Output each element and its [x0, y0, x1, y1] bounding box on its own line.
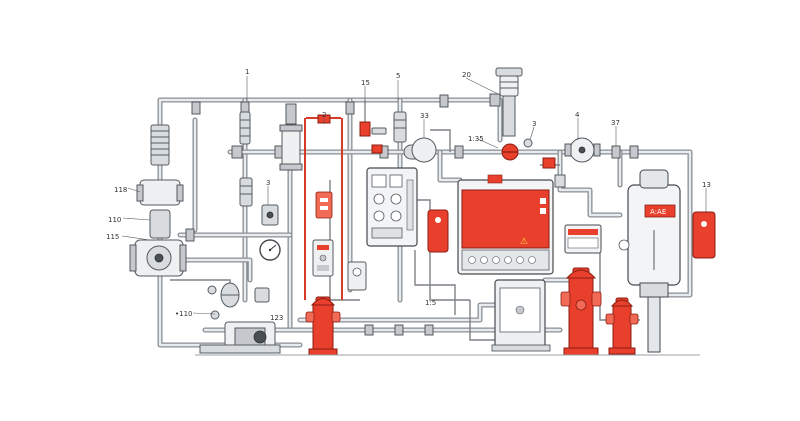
- callout-37: 37: [611, 119, 620, 127]
- callout-20: 20: [462, 71, 471, 79]
- callout-4: 4: [575, 111, 580, 119]
- tamper-switch-panel: [564, 224, 602, 254]
- callout-5: 5: [396, 72, 400, 80]
- callout-mid-a: 33: [420, 112, 429, 120]
- callout-2: 2: [322, 111, 326, 119]
- pump-controller-cabinet: [491, 279, 551, 352]
- callout-top-red: 15: [361, 79, 370, 87]
- flow-switch-boxes: [312, 239, 367, 291]
- main-fire-control-panel: ⚠: [457, 174, 554, 275]
- callout-left-c: 115: [106, 233, 119, 241]
- tank-warning-sign: A:AE: [650, 208, 666, 216]
- vertical-fittings: [239, 103, 435, 207]
- red-control-box-left: [315, 191, 333, 219]
- callout-labels: 1 5 20 15 2 3 4 37 13 118 110 115 •110 3…: [106, 68, 711, 322]
- pipe-couplings: [185, 93, 639, 336]
- central-instrument-panel: [366, 167, 418, 247]
- callout-mid-c: 1:5: [425, 299, 436, 307]
- top-right-valve-cluster: [495, 67, 566, 188]
- callout-3: 3: [266, 179, 270, 187]
- bottom-left-motor: [199, 282, 281, 354]
- callout-mid-b: 123: [270, 314, 283, 322]
- callout-valve-b: 3: [532, 120, 536, 128]
- callout-left-a: 118: [114, 186, 127, 194]
- fire-hydrant-left: [305, 296, 341, 356]
- callout-1: 1: [245, 68, 249, 76]
- fire-hydrant-center: [560, 267, 602, 356]
- warning-triangle-icon: ⚠: [520, 237, 528, 247]
- callout-13: 13: [702, 181, 711, 189]
- top-red-tag: [359, 100, 387, 154]
- callout-leaders: [121, 76, 707, 315]
- fire-hydrant-right: [605, 297, 639, 355]
- pressure-gauge: [259, 239, 281, 261]
- callout-bottom-left: •110: [175, 310, 193, 318]
- pressure-tank: A:AE: [618, 169, 681, 353]
- callout-left-b: 110: [108, 216, 121, 224]
- left-valve: [261, 204, 279, 226]
- header-valves: [411, 137, 601, 163]
- red-signal-box: [427, 209, 449, 253]
- left-pump-assembly: [129, 124, 187, 277]
- callout-valve: 1:35: [468, 135, 484, 143]
- right-alarm-bell-box: [692, 211, 716, 259]
